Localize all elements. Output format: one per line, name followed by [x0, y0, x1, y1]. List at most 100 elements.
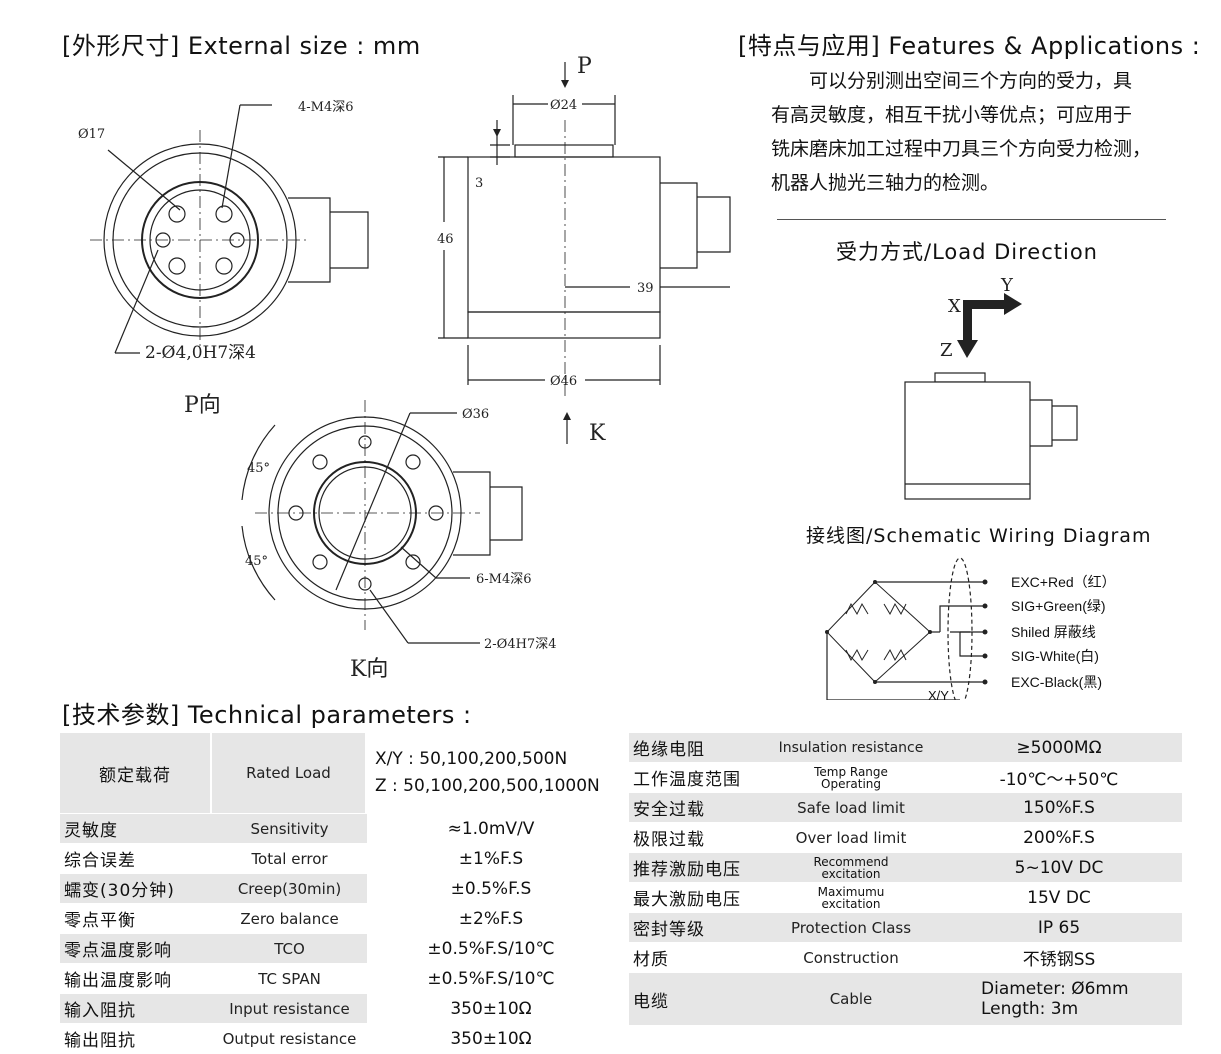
- row-en: TC SPAN: [212, 964, 367, 994]
- features-line: 有高灵敏度，相互干扰小等优点；可应用于: [771, 104, 1133, 126]
- label-k-view: K向: [350, 657, 388, 682]
- wire-exc-red: EXC+Red（红）: [1011, 574, 1116, 590]
- tech-title: [技术参数] Technical parameters :: [62, 701, 472, 729]
- row-val: 150%F.S: [936, 793, 1182, 823]
- wire-sig-white: SIG-White(白): [1011, 648, 1099, 664]
- row-en: Cable: [766, 973, 936, 1026]
- load-direction-title: 受力方式/Load Direction: [836, 240, 1098, 264]
- val-line: Length: 3m: [981, 999, 1079, 1019]
- wire-xy-label: X/Y: [928, 688, 949, 700]
- row-cn: 工作温度范围: [629, 763, 766, 793]
- en-line: Maximumu: [817, 884, 885, 899]
- val-line: Diameter: Ø6mm: [981, 979, 1129, 999]
- row-cn: 综合误差: [60, 844, 212, 874]
- row-val: 不锈钢SS: [936, 943, 1182, 973]
- row-val: IP 65: [936, 913, 1182, 943]
- row-en: Construction: [766, 943, 936, 973]
- features-line: 铣床磨床加工过程中刀具三个方向受力检测，: [771, 138, 1152, 160]
- table-row: 蠕变(30分钟)Creep(30min)±0.5%F.S: [60, 874, 615, 904]
- row-en: TCO: [212, 934, 367, 964]
- row-cn: 额定载荷: [60, 733, 212, 814]
- en-line: excitation: [821, 866, 881, 881]
- label-m4: 4-M4深6: [298, 100, 354, 115]
- label-angle-2: 45°: [245, 554, 268, 569]
- axis-x-label: X: [948, 296, 961, 317]
- row-cn: 最大激励电压: [629, 883, 766, 913]
- row-cn: 蠕变(30分钟): [60, 874, 212, 904]
- row-val: 15V DC: [936, 883, 1182, 913]
- en-line: Operating: [821, 776, 881, 791]
- label-pin-holes: 2-Ø4,0H7深4: [145, 343, 256, 363]
- top-view: [90, 104, 369, 354]
- row-en: Protection Class: [766, 913, 936, 943]
- bottom-view: [241, 400, 523, 644]
- label-k-arrow: K: [589, 421, 606, 446]
- row-en: Creep(30min): [212, 874, 367, 904]
- load-direction-sensor: [904, 372, 1078, 500]
- axis-y-label: Y: [1000, 275, 1014, 296]
- row-val: ±2%F.S: [367, 904, 615, 934]
- row-val: ±1%F.S: [367, 844, 615, 874]
- left-param-table: 额定载荷 Rated Load X/Y : 50,100,200,500N Z …: [60, 733, 615, 1054]
- row-val: ≈1.0mV/V: [367, 814, 615, 844]
- row-en: Insulation resistance: [766, 733, 936, 763]
- row-en: Total error: [212, 844, 367, 874]
- row-val: 350±10Ω: [367, 994, 615, 1024]
- row-en: Sensitivity: [212, 814, 367, 844]
- label-p-arrow: P: [577, 54, 592, 79]
- row-cn: 电缆: [629, 973, 766, 1026]
- row-en: Over load limit: [766, 823, 936, 853]
- wiring-diagram: [826, 557, 985, 700]
- row-cn: 绝缘电阻: [629, 733, 766, 763]
- label-d24: Ø24: [550, 98, 577, 113]
- row-cn: 输出温度影响: [60, 964, 212, 994]
- wire-sig-green: SIG+Green(绿): [1011, 598, 1106, 614]
- en-line: Recommend: [813, 854, 889, 869]
- table-row: 额定载荷 Rated Load X/Y : 50,100,200,500N Z …: [60, 733, 615, 814]
- features-line: 机器人抛光三轴力的检测。: [771, 172, 1000, 194]
- row-cn: 密封等级: [629, 913, 766, 943]
- val-line: Z : 50,100,200,500,1000N: [375, 776, 600, 796]
- val-line: X/Y : 50,100,200,500N: [375, 749, 568, 769]
- row-val: -10℃～+50℃: [936, 763, 1182, 793]
- row-val: ≥5000MΩ: [936, 733, 1182, 763]
- features-title: [特点与应用] Features & Applications :: [738, 32, 1201, 60]
- label-p-view: P向: [184, 393, 221, 418]
- axis-z-label: Z: [940, 340, 953, 361]
- wiring-title: 接线图/Schematic Wiring Diagram: [806, 525, 1152, 547]
- row-val: 5~10V DC: [936, 853, 1182, 883]
- label-dim46: 46: [437, 232, 454, 247]
- row-en: Zero balance: [212, 904, 367, 934]
- row-val: ±0.5%F.S/10℃: [367, 934, 615, 964]
- row-val: ±0.5%F.S/10℃: [367, 964, 615, 994]
- label-dim3: 3: [475, 176, 483, 191]
- row-cn: 灵敏度: [60, 814, 212, 844]
- wire-shield: Shiled 屏蔽线: [1011, 624, 1096, 640]
- row-val: 200%F.S: [936, 823, 1182, 853]
- en-line: Temp Range: [814, 764, 888, 779]
- label-angle-1: 45°: [247, 461, 270, 476]
- row-cn: 安全过载: [629, 793, 766, 823]
- label-dim39: 39: [637, 281, 654, 296]
- wire-exc-black: EXC-Black(黑): [1011, 674, 1102, 690]
- row-cn: 零点温度影响: [60, 934, 212, 964]
- en-line: excitation: [821, 896, 881, 911]
- features-line: 可以分别测出空间三个方向的受力，具: [809, 70, 1133, 92]
- row-en: Input resistance: [212, 994, 367, 1024]
